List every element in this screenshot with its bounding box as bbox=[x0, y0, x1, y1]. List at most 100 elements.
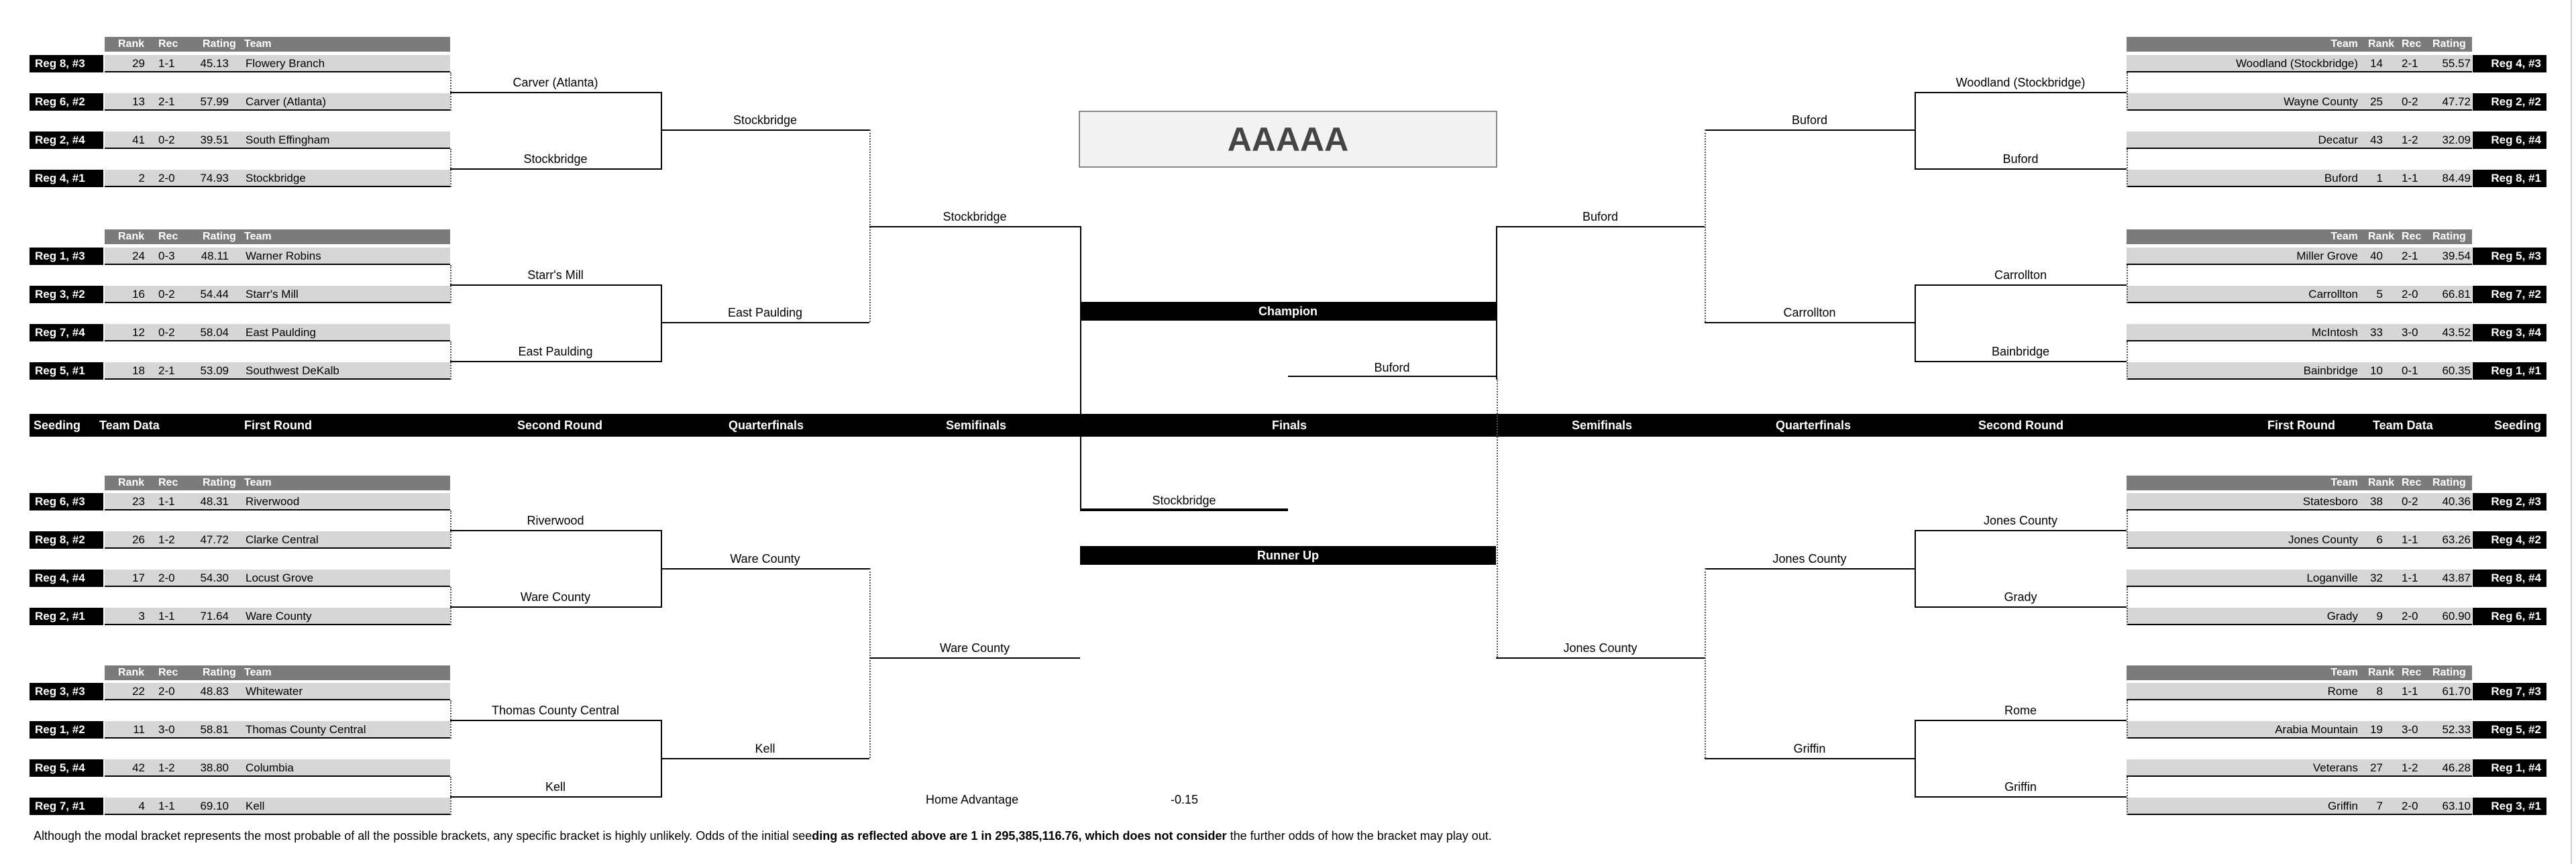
team-rating: 71.64 bbox=[200, 610, 229, 623]
seed-label: Reg 5, #2 bbox=[2473, 721, 2546, 739]
header-team: Team bbox=[244, 231, 272, 242]
team-rank: 10 bbox=[2370, 364, 2383, 377]
team-team: Kell bbox=[246, 800, 265, 812]
header-rank: Rank bbox=[2368, 477, 2395, 488]
team-rank: 9 bbox=[2376, 610, 2383, 623]
header-rating: Rating bbox=[2432, 667, 2466, 678]
seed-label: Reg 1, #3 bbox=[30, 248, 103, 265]
team-rank: 3 bbox=[138, 610, 145, 623]
header-team: Team bbox=[2330, 38, 2358, 50]
right-semifinal-team-1: Buford bbox=[1582, 210, 1619, 223]
left-second-round-line-6 bbox=[450, 606, 661, 608]
left-second-round-line-4 bbox=[450, 361, 661, 362]
left-quarterfinal-team-1: Stockbridge bbox=[733, 113, 798, 127]
team-rec: 1-1 bbox=[158, 57, 175, 70]
right-sf-connector-2 bbox=[1705, 568, 1706, 758]
team-rating: 52.33 bbox=[2442, 723, 2471, 736]
team-rank: 41 bbox=[132, 133, 145, 146]
footer-text-bold: ding as reflected above are 1 in 295,385… bbox=[812, 829, 1227, 843]
team-rating: 58.04 bbox=[200, 326, 229, 339]
seed-label: Reg 7, #3 bbox=[2473, 683, 2546, 700]
team-rating: 74.93 bbox=[200, 172, 229, 184]
team-rating: 48.11 bbox=[201, 250, 229, 262]
team-rec: 0-2 bbox=[158, 133, 175, 146]
seed-label: Reg 3, #4 bbox=[2473, 324, 2546, 341]
seed-label: Reg 1, #1 bbox=[2473, 362, 2546, 380]
left-sr-dot-5 bbox=[450, 587, 451, 625]
header-team: Team bbox=[2330, 667, 2358, 678]
team-rec: 2-0 bbox=[2402, 610, 2418, 623]
team-rec: 2-0 bbox=[158, 572, 175, 584]
team-rank: 17 bbox=[132, 572, 145, 584]
team-team: Miller Grove bbox=[2296, 250, 2358, 262]
team-team: Carrollton bbox=[2308, 288, 2358, 301]
right-second-round-line-3 bbox=[1915, 284, 2127, 286]
seed-label: Reg 8, #1 bbox=[2473, 170, 2546, 187]
team-rec: 2-0 bbox=[2402, 800, 2418, 812]
team-rec: 1-1 bbox=[2402, 685, 2418, 698]
team-rating: 40.36 bbox=[2442, 495, 2471, 508]
left-second-round-team-6: Ware County bbox=[520, 590, 591, 604]
team-rec: 2-0 bbox=[2402, 288, 2418, 301]
left-quarterfinal-team-2: East Paulding bbox=[727, 306, 803, 319]
runner-up-team: Stockbridge bbox=[1080, 492, 1288, 510]
right-sr-dot-3 bbox=[2127, 341, 2128, 380]
left-sr-dot-7 bbox=[450, 777, 451, 815]
team-rating: 60.90 bbox=[2442, 610, 2471, 623]
header-rank: Rank bbox=[2368, 231, 2395, 242]
right-finals-dotted-connector bbox=[1497, 378, 1498, 657]
team-rec: 1-1 bbox=[2402, 172, 2418, 184]
team-rank: 2 bbox=[138, 172, 145, 184]
team-rating: 60.35 bbox=[2442, 364, 2471, 377]
team-team: Woodland (Stockbridge) bbox=[2235, 57, 2358, 70]
team-rank: 11 bbox=[133, 723, 145, 736]
round-label-finals: Finals bbox=[1272, 419, 1307, 432]
team-team: Southwest DeKalb bbox=[246, 364, 339, 377]
left-semifinal-line-2 bbox=[869, 657, 1080, 659]
team-rating: 38.80 bbox=[200, 761, 229, 774]
team-team: Flowery Branch bbox=[246, 57, 325, 70]
seed-label: Reg 8, #4 bbox=[2473, 570, 2546, 587]
champion-bar: Champion bbox=[1080, 302, 1496, 321]
team-team: Decatur bbox=[2318, 133, 2358, 146]
right-second-round-team-5: Jones County bbox=[1983, 514, 2058, 527]
team-team: Griffin bbox=[2327, 800, 2358, 812]
team-rec: 3-0 bbox=[2402, 723, 2418, 736]
right-second-round-team-8: Griffin bbox=[2004, 780, 2037, 794]
header-rank: Rank bbox=[2368, 667, 2395, 678]
seed-label: Reg 7, #2 bbox=[2473, 286, 2546, 303]
right-second-round-line-7 bbox=[1915, 720, 2127, 721]
right-sr-dot-0 bbox=[2127, 72, 2128, 111]
right-sr-dot-5 bbox=[2127, 587, 2128, 625]
seed-label: Reg 1, #2 bbox=[30, 721, 103, 739]
team-rating: 46.28 bbox=[2442, 761, 2471, 774]
right-qf-connector-3 bbox=[1915, 530, 1916, 608]
team-rating: 69.10 bbox=[200, 800, 229, 812]
round-label-second-round-right: Second Round bbox=[1978, 419, 2063, 432]
team-rec: 2-0 bbox=[158, 172, 175, 184]
team-rating: 39.54 bbox=[2442, 250, 2471, 262]
team-rank: 27 bbox=[2370, 761, 2383, 774]
team-rating: 54.30 bbox=[200, 572, 229, 584]
header-rating: Rating bbox=[2432, 38, 2466, 50]
right-finals-upper-connector bbox=[1496, 226, 1497, 380]
seed-label: Reg 6, #3 bbox=[30, 493, 103, 510]
team-team: Warner Robins bbox=[246, 250, 321, 262]
header-rec: Rec bbox=[2402, 477, 2422, 488]
header-rank: Rank bbox=[118, 38, 145, 50]
seed-label: Reg 2, #4 bbox=[30, 131, 103, 149]
team-rank: 26 bbox=[132, 533, 145, 546]
